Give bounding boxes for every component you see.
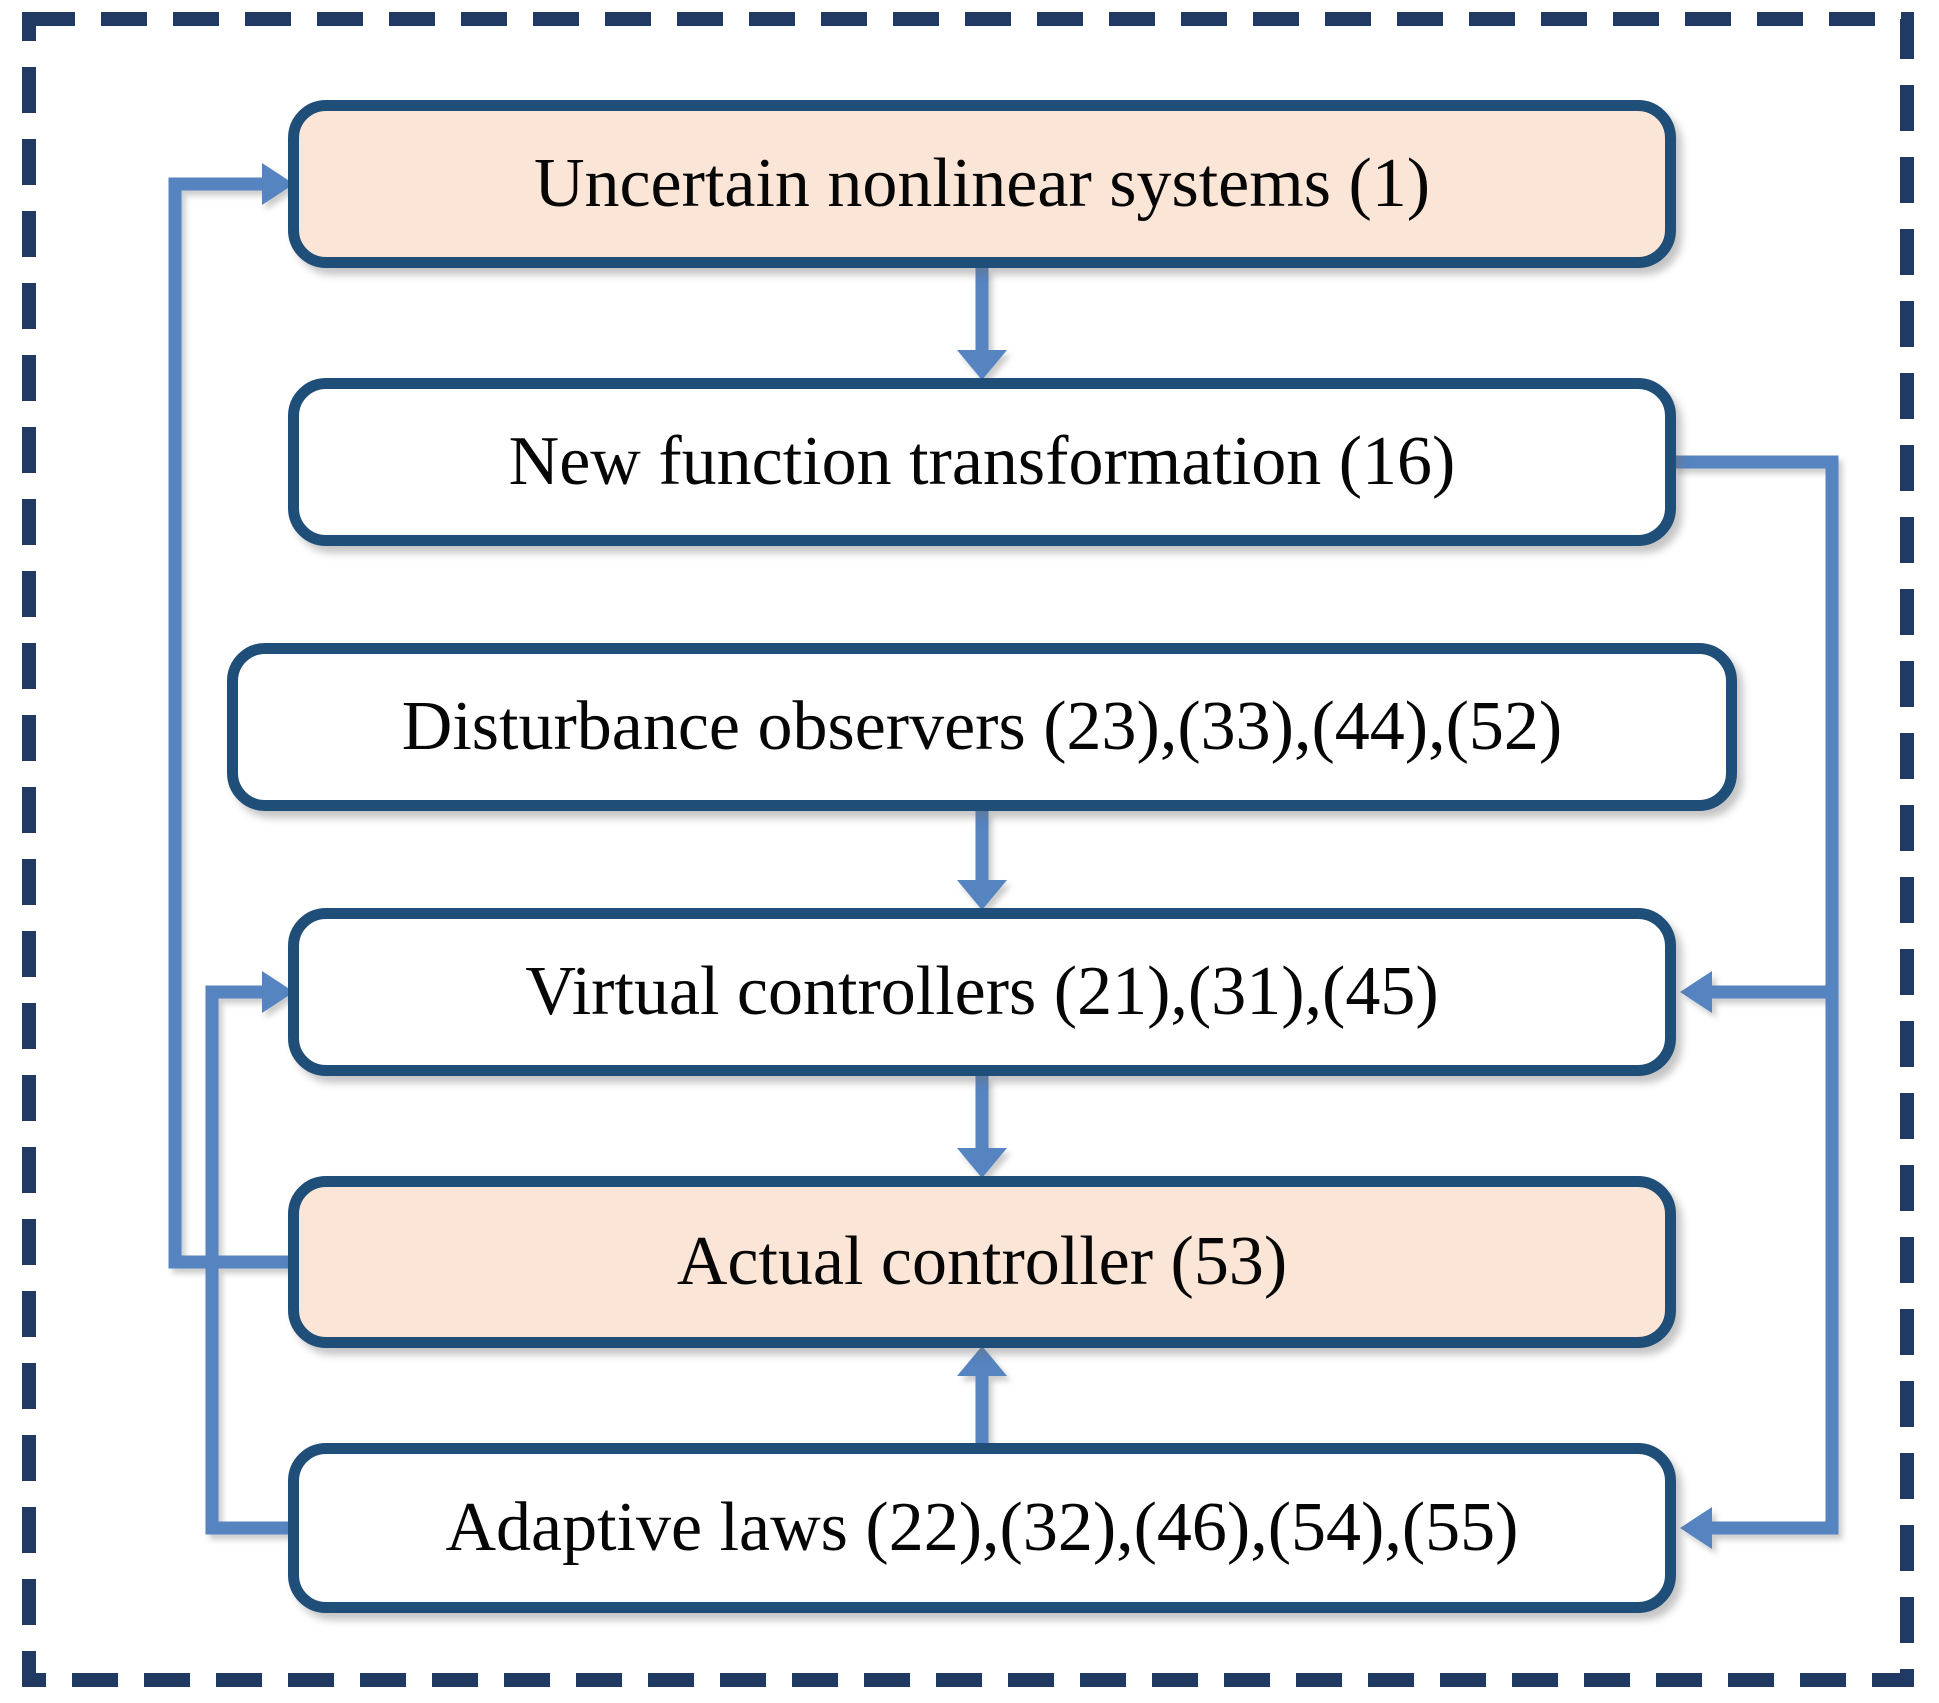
connector-transformation-to-adaptive: [1672, 455, 1839, 1549]
box-uncertain-nonlinear-systems: Uncertain nonlinear systems (1): [288, 100, 1676, 268]
arrowhead-right-icon: [262, 163, 294, 205]
connector-uncertain-to-transformation: [957, 268, 1007, 380]
box-label: Uncertain nonlinear systems (1): [533, 145, 1431, 222]
connector-transformation-to-virtual: [1680, 971, 1832, 1013]
box-label: Adaptive laws (22),(32),(46),(54),(55): [445, 1489, 1519, 1566]
arrowhead-down-icon: [957, 880, 1007, 910]
box-adaptive-laws: Adaptive laws (22),(32),(46),(54),(55): [288, 1443, 1676, 1613]
arrowhead-left-icon: [1680, 1507, 1712, 1549]
arrowhead-up-icon: [957, 1346, 1007, 1376]
box-disturbance-observers: Disturbance observers (23),(33),(44),(52…: [227, 643, 1737, 811]
box-new-function-transformation: New function transformation (16): [288, 378, 1676, 546]
arrowhead-right-icon: [262, 971, 294, 1013]
box-actual-controller: Actual controller (53): [288, 1176, 1676, 1348]
connector-adaptive-to-actual: [957, 1346, 1007, 1444]
box-label: Disturbance observers (23),(33),(44),(52…: [401, 688, 1563, 765]
box-label: Virtual controllers (21),(31),(45): [525, 953, 1439, 1030]
box-virtual-controllers: Virtual controllers (21),(31),(45): [288, 908, 1676, 1076]
box-label: Actual controller (53): [676, 1223, 1288, 1300]
arrowhead-left-icon: [1680, 971, 1712, 1013]
box-label: New function transformation (16): [508, 423, 1456, 500]
connector-virtual-to-actual: [957, 1076, 1007, 1178]
connector-adaptive-to-virtual: [205, 971, 294, 1535]
connector-observers-to-virtual: [957, 811, 1007, 910]
connector-actual-to-uncertain: [168, 163, 294, 1269]
arrowhead-down-icon: [957, 1148, 1007, 1178]
arrowhead-down-icon: [957, 350, 1007, 380]
dashed-border-frame: [22, 12, 1914, 1687]
